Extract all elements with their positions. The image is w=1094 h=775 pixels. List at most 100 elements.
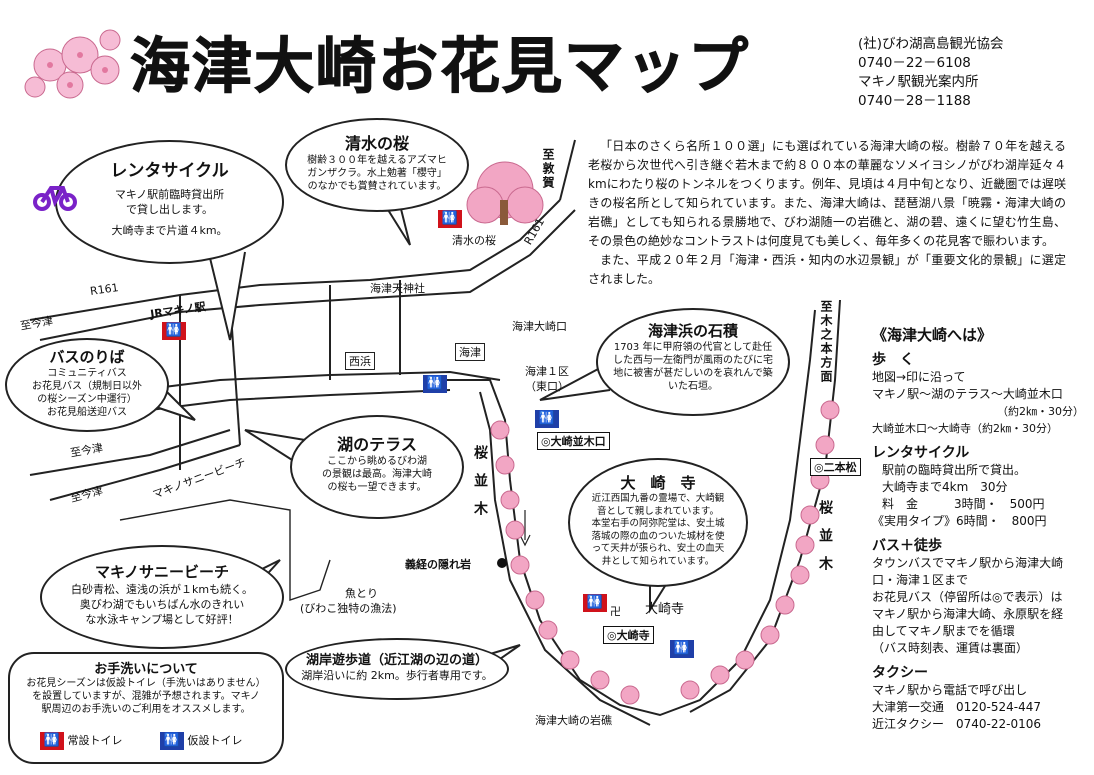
org-name: (社)びわ湖高島観光協会 — [858, 36, 1004, 52]
rental-cycle-text-2: で貸し出します。 — [126, 203, 213, 216]
rental-cycle-text: マキノ駅前臨時貸出所 — [114, 188, 225, 201]
lake-terrace-title: 湖のテラス — [337, 435, 417, 454]
promenade-bubble: 湖岸遊歩道（近江湖の辺の道） 湖岸沿いに約 2km。歩行者専用です。 — [285, 638, 509, 700]
temple-icon: 卍 — [610, 605, 621, 618]
ishizumi-text-4: いた石垣。 — [668, 381, 718, 392]
promenade-title: 湖岸遊歩道（近江湖の辺の道） — [305, 653, 488, 668]
taxi-heading: タクシー — [872, 665, 928, 681]
rental-price: 料 金 3時間・ 500円 — [882, 497, 1045, 511]
shimizu-title: 清水の桜 — [344, 134, 409, 153]
sunny-beach-bubble: マキノサニービーチ 白砂青松、遠浅の浜が１kmも続く。 奥びわ湖でもいちばん水の… — [40, 545, 284, 649]
legend-permanent-label: 常設トイレ — [67, 734, 123, 747]
walk-text-2: マキノ駅～湖のテラス～大崎並木口 — [872, 387, 1063, 401]
intro-paragraph-2: また、平成２０年２月「海津・西浜・知内の水辺景観」が「重要文化的景観」に選定され… — [588, 253, 1066, 286]
bicycle-icon — [33, 186, 77, 211]
walk-heading: 歩 く — [872, 352, 914, 368]
toilet-text-2: を設置していますが、混雑が予想されます。マキノ — [32, 691, 260, 702]
toilet-icon: 🚻 — [670, 640, 694, 658]
rental-heading: レンタサイクル — [872, 445, 970, 461]
label-ganshou: 海津大崎の岩礁 — [535, 714, 612, 727]
bus-stop-namiki-guchi: ◎大崎並木口 — [537, 432, 610, 450]
label-yoshitsune-rock: 義経の隠れ岩 — [405, 558, 471, 571]
bus-stop-text: コミュニティバス — [47, 368, 127, 379]
bus-text-2: 口・海津１区まで — [872, 573, 969, 587]
legend-temporary-toilet: 🚻 仮設トイレ — [160, 732, 243, 750]
legend-temporary-label: 仮設トイレ — [187, 734, 243, 747]
access-heading: 《海津大崎へは》 — [872, 326, 993, 344]
toilet-icon: 🚻 — [438, 210, 462, 228]
label-kaizu-1ku: 海津１区 — [525, 365, 569, 378]
lake-terrace-text-2: の景観は最高。海津大崎 — [322, 469, 432, 480]
access-info: 《海津大崎へは》 歩 く 地図→印に沿って マキノ駅～湖のテラス～大崎並木口 （… — [872, 327, 1084, 733]
bus-stop-text-2: お花見バス（規制日以外 — [32, 381, 142, 392]
bus-stop-text-3: の桜シーズン中運行） — [37, 394, 137, 405]
ishizumi-text-3: 地に被害が甚だしいのを哀れんで築 — [613, 368, 773, 379]
station-tel: 0740－28－1188 — [858, 93, 971, 109]
label-kaizu-tenjin: 海津天神社 — [370, 282, 425, 295]
intro-paragraph: 「日本のさくら名所１００選」にも選ばれている海津大崎の桜。樹齢７０年を越える老桜… — [588, 139, 1066, 248]
toilet-text: お花見シーズンは仮設トイレ（手洗いはありません） — [26, 678, 266, 689]
lake-terrace-bubble: 湖のテラス ここから眺めるびわ湖 の景観は最高。海津大崎 の桜も一望できます。 — [290, 415, 464, 519]
label-kaizu: 海津 — [455, 343, 485, 361]
bus-stop-title: バスのりば — [49, 348, 125, 366]
cherry-blossom-icon — [24, 29, 121, 99]
label-fishing-method: (びわこ独特の漁法) — [300, 602, 397, 615]
daisakiji-text-5: って天井が張られ、安土の血天 — [591, 543, 725, 554]
bus-text-6: （バス時刻表、運賃は裏面） — [872, 641, 1029, 655]
daisakiji-text: 近江西国九番の霊場で、大崎観 — [591, 493, 725, 504]
bus-text-4: マキノ駅から海津大崎、永原駅を経 — [872, 607, 1064, 621]
rental-cycle-bubble: レンタサイクル マキノ駅前臨時貸出所 で貸し出します。 大崎寺まで片道４km。 — [55, 140, 284, 264]
ishizumi-text: 1703 年に甲府領の代官として赴任 — [613, 342, 773, 353]
ishizumi-bubble: 海津浜の石積 1703 年に甲府領の代官として赴任 した西与一左衛門が風雨のたび… — [596, 308, 790, 416]
lake-terrace-text-3: の桜も一望できます。 — [327, 482, 427, 493]
rental-cycle-text-3: 大崎寺まで片道４km。 — [111, 224, 228, 237]
daisakiji-text-4: 落城の際の血のついた城材を使 — [591, 530, 725, 542]
label-to-kinomoto: 至木之本方面 — [819, 300, 833, 384]
sunny-beach-text: 白砂青松、遠浅の浜が１kmも続く。 — [70, 583, 254, 596]
bus-text-3: お花見バス（停留所は◎で表示）は — [872, 590, 1063, 604]
label-kaizu-osaki-guchi: 海津大崎口 — [512, 320, 567, 333]
bus-stop-daisakiji: ◎大崎寺 — [603, 626, 654, 644]
promenade-text: 湖岸沿いに約 2km。歩行者専用です。 — [301, 669, 493, 682]
taxi-phone-2: 近江タクシー 0740-22-0106 — [872, 717, 1042, 731]
toilet-icon: 🚻 — [535, 410, 559, 428]
bus-text: タウンバスでマキノ駅から海津大崎 — [872, 556, 1064, 570]
walk-text-3: （約2㎞・30分） — [997, 405, 1084, 418]
toilet-text-3: 駅周辺のお手洗いのご利用をオススメします。 — [41, 704, 251, 715]
walk-text-4: 大崎並木口～大崎寺（約2㎞・30分） — [872, 422, 1058, 435]
label-daisakiji: 大崎寺 — [645, 602, 685, 617]
sunny-beach-title: マキノサニービーチ — [95, 563, 229, 581]
shimizu-bubble: 清水の桜 樹齢３００年を越えるアズマヒ ガンザクラ。水上勉著「櫻守」 のなかでも… — [285, 118, 469, 212]
daisakiji-text-6: 井として知られています。 — [601, 555, 715, 567]
toilet-icon: 🚻 — [423, 375, 447, 393]
intro-text: 「日本のさくら名所１００選」にも選ばれている海津大崎の桜。樹齢７０年を越える老桜… — [588, 137, 1066, 289]
daisakiji-text-2: 音として親しまれています。 — [597, 505, 719, 517]
toilet-info-box: お手洗いについて お花見シーズンは仮設トイレ（手洗いはありません） を設置してい… — [8, 652, 284, 764]
shimizu-text-2: ガンザクラ。水上勉著「櫻守」 — [307, 168, 447, 179]
label-east-exit: （東口） — [525, 380, 569, 393]
bus-stop-nihonmatsu: ◎二本松 — [810, 458, 861, 476]
page-title: 海津大崎お花見マップ — [130, 32, 750, 103]
shimizu-text-3: のなかでも賞賛されています。 — [307, 181, 447, 192]
label-shimizu-sakura: 清水の桜 — [452, 234, 496, 247]
taxi-text: マキノ駅から電話で呼び出し — [872, 683, 1028, 697]
sunny-beach-text-2: 奥びわ湖でもいちばん水のきれい — [79, 598, 245, 611]
rental-cycle-title: レンタサイクル — [110, 161, 229, 181]
lake-terrace-text: ここから眺めるびわ湖 — [327, 456, 427, 467]
toilet-title: お手洗いについて — [94, 662, 198, 677]
rental-price-2: 《実用タイプ》6時間・ 800円 — [872, 514, 1047, 528]
bus-stop-bubble: バスのりば コミュニティバス お花見バス（規制日以外 の桜シーズン中運行） お花… — [5, 338, 169, 432]
rental-text: 駅前の臨時貸出所で貸出。 — [882, 463, 1027, 477]
daisakiji-bubble: 大 崎 寺 近江西国九番の霊場で、大崎観 音として親しまれています。 本堂右手の… — [568, 458, 748, 587]
toilet-icon: 🚻 — [583, 594, 607, 612]
contact-info: (社)びわ湖高島観光協会 0740－22－6108 マキノ駅観光案内所 0740… — [858, 35, 1004, 111]
rock-marker — [497, 558, 507, 568]
sunny-beach-text-3: な水泳キャンプ場として好評！ — [85, 613, 239, 626]
shimizu-text: 樹齢３００年を越えるアズマヒ — [307, 155, 447, 166]
ishizumi-title: 海津浜の石積 — [647, 322, 738, 340]
temporary-toilet-icon: 🚻 — [160, 732, 184, 750]
label-sakura-namiki-2: 桜並木 — [817, 500, 833, 584]
permanent-toilet-icon: 🚻 — [40, 732, 64, 750]
station-name: マキノ駅観光案内所 — [858, 74, 979, 90]
label-to-tsuruga: 至敦賀 — [541, 148, 555, 190]
